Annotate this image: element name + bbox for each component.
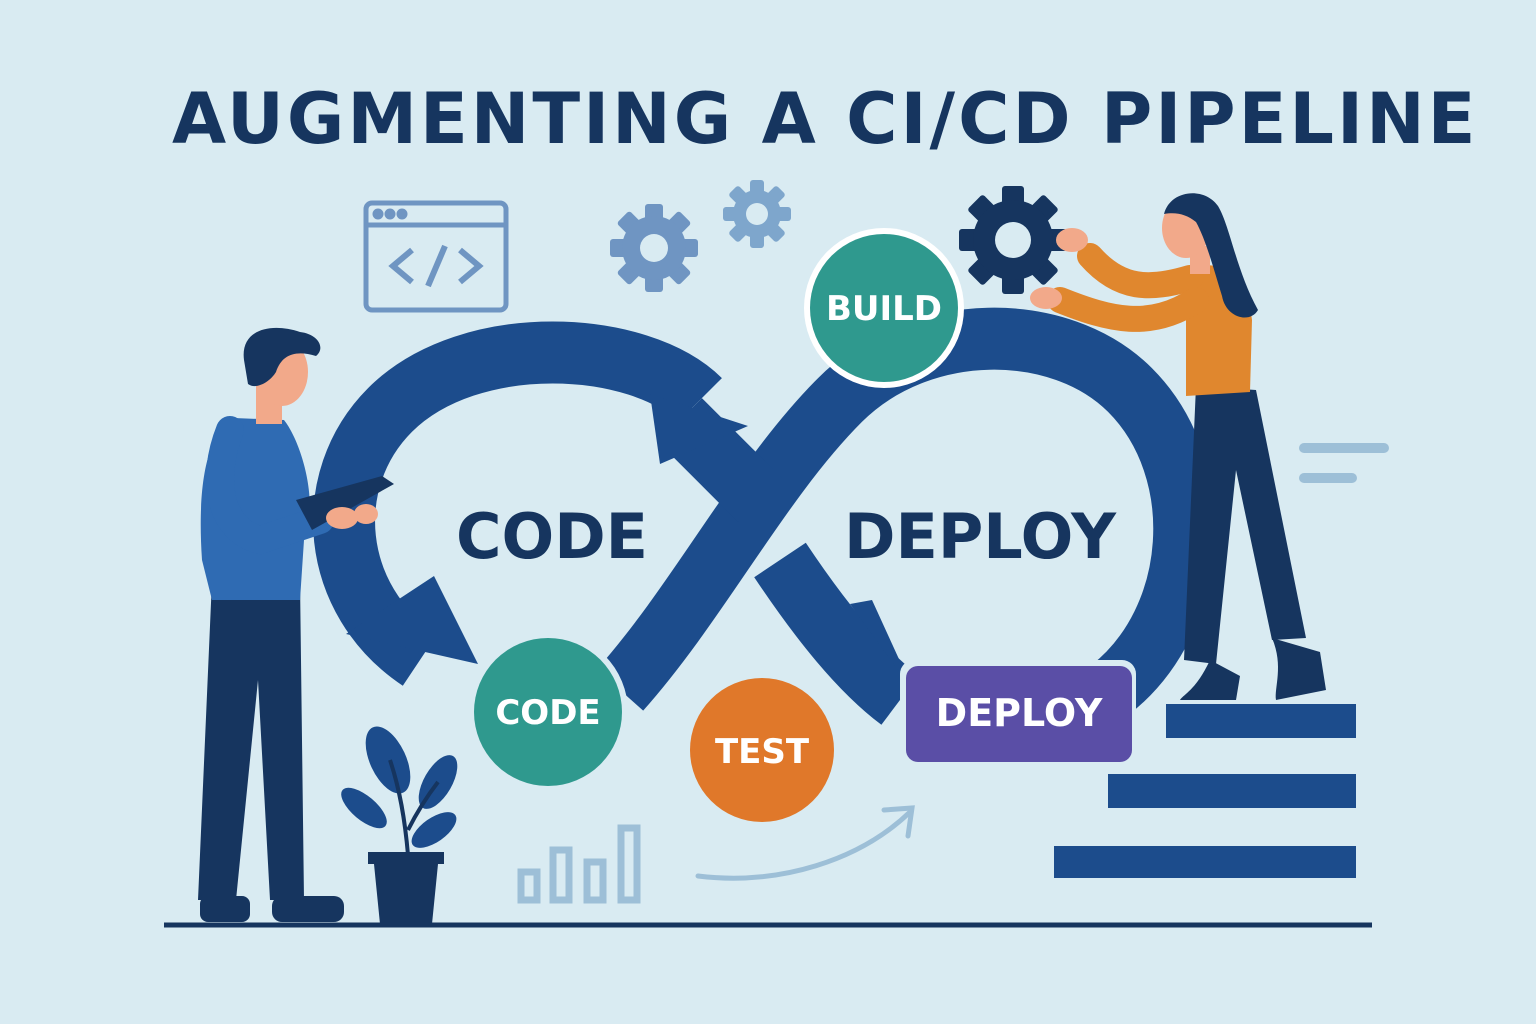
stage-deploy-label: DEPLOY xyxy=(936,691,1103,735)
loop-label-code: CODE xyxy=(456,500,648,573)
loop-arrowheads xyxy=(346,394,914,692)
stage-code: CODE xyxy=(468,632,628,792)
gear-icon xyxy=(959,186,1067,294)
loop-label-deploy: DEPLOY xyxy=(844,500,1117,573)
trend-arrow-icon xyxy=(695,805,915,881)
stage-deploy: DEPLOY xyxy=(900,660,1136,766)
stage-build: BUILD xyxy=(804,228,964,388)
decorative-lines xyxy=(1299,443,1389,483)
gear-icon xyxy=(610,204,698,292)
plant-icon xyxy=(341,726,458,924)
gear-icon xyxy=(723,180,791,248)
stage-test: TEST xyxy=(690,678,834,822)
code-window-icon xyxy=(363,200,509,313)
stage-test-label: TEST xyxy=(715,732,810,772)
stage-build-label: BUILD xyxy=(826,289,942,329)
bar-chart-icon xyxy=(517,824,641,904)
steps xyxy=(1054,704,1356,878)
man-figure xyxy=(198,327,394,922)
stage-code-label: CODE xyxy=(495,693,600,733)
page-title: AUGMENTING A CI/CD PIPELINE xyxy=(172,78,1479,160)
woman-figure xyxy=(1030,193,1326,700)
